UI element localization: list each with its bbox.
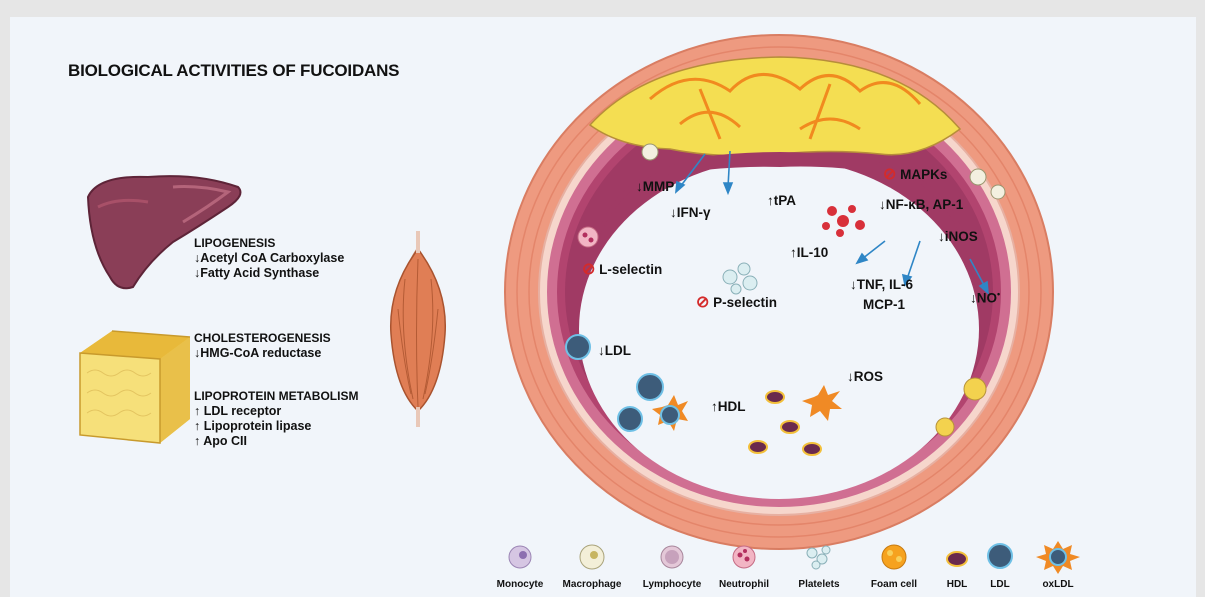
macrophage-icon: [642, 144, 1005, 199]
legend-label: Neutrophil: [704, 579, 784, 590]
muscle-icon: [383, 229, 453, 429]
cholesterogenesis-item: ↓HMG-CoA reductase: [194, 346, 331, 361]
ldl-icon: [566, 335, 663, 431]
legend-label: Lymphocyte: [632, 579, 712, 590]
lipoprotein-item: ↑ Apo CII: [194, 434, 358, 449]
ldl-icon: [988, 544, 1012, 568]
neutrophil-icon: [733, 546, 755, 568]
platelets-icon: [723, 263, 757, 294]
foam-cell-icon: [882, 545, 906, 569]
monocyte-icon: [509, 546, 531, 568]
vessel-cells: [550, 137, 1030, 457]
legend-label: oxLDL: [1018, 579, 1098, 590]
platelets-icon: [807, 546, 830, 569]
oxldl-icon: [1036, 541, 1080, 574]
hdl-icon: [749, 391, 821, 455]
figure-title: BIOLOGICAL ACTIVITIES OF FUCOIDANS: [68, 61, 399, 81]
neutrophil-icon: [578, 227, 598, 247]
lipogenesis-item: ↓Acetyl CoA Carboxylase: [194, 251, 344, 266]
lipogenesis-block: LIPOGENESIS ↓Acetyl CoA Carboxylase ↓Fat…: [194, 236, 344, 281]
cholesterogenesis-block: CHOLESTEROGENESIS ↓HMG-CoA reductase: [194, 331, 331, 361]
macrophage-icon: [580, 545, 604, 569]
lipoprotein-block: LIPOPROTEIN METABOLISM ↑ LDL receptor ↑ …: [194, 389, 358, 449]
adipose-tissue-icon: [72, 323, 197, 448]
lipogenesis-item: ↓Fatty Acid Synthase: [194, 266, 344, 281]
legend-icons: [480, 537, 1110, 577]
legend-label: Monocyte: [480, 579, 560, 590]
oxldl-icon: [652, 395, 688, 431]
lymphocyte-icon: [661, 546, 683, 568]
hdl-icon: [947, 552, 967, 566]
lipogenesis-heading: LIPOGENESIS: [194, 236, 344, 251]
legend-label: Macrophage: [552, 579, 632, 590]
cholesterogenesis-heading: CHOLESTEROGENESIS: [194, 331, 331, 346]
figure-canvas: BIOLOGICAL ACTIVITIES OF FUCOIDANS LIPOG…: [10, 17, 1196, 597]
lipoprotein-item: ↑ Lipoprotein lipase: [194, 419, 358, 434]
legend-label: Platelets: [779, 579, 859, 590]
lipoprotein-heading: LIPOPROTEIN METABOLISM: [194, 389, 358, 404]
lipoprotein-item: ↑ LDL receptor: [194, 404, 358, 419]
foam-cell-icon: [936, 378, 986, 436]
